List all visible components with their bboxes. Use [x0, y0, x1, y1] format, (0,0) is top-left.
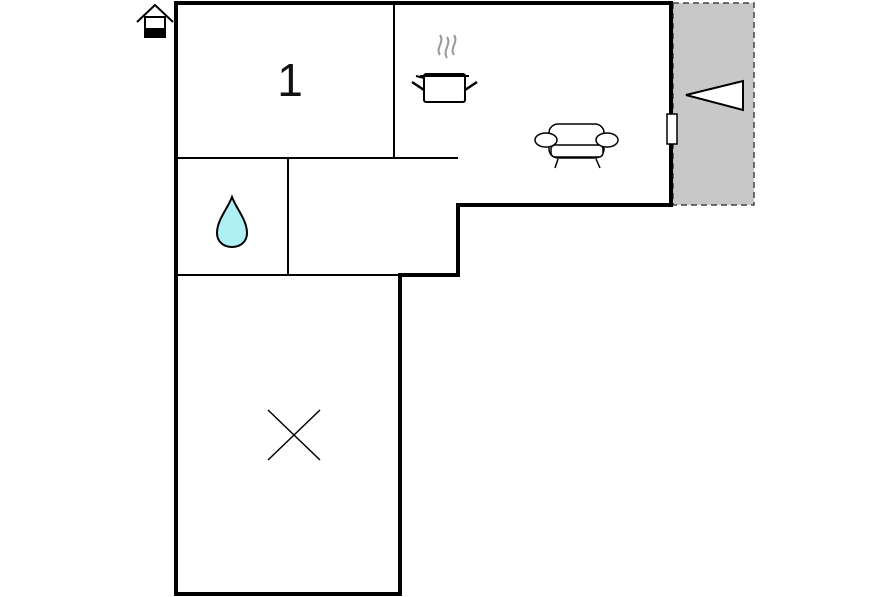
interior-walls [176, 3, 458, 276]
room-kitchen[interactable] [411, 34, 478, 103]
house-entrance-icon [136, 3, 174, 38]
terrace[interactable] [672, 2, 755, 206]
cooking-pot-icon [411, 34, 478, 103]
room-living[interactable] [534, 123, 619, 169]
sofa-icon [534, 123, 619, 169]
outer-walls [174, 1, 673, 596]
room-bathroom[interactable] [215, 194, 249, 249]
cross-mark-icon [267, 409, 321, 461]
bedroom-number: 1 [277, 54, 303, 106]
room-bedroom[interactable]: 1 [277, 54, 303, 106]
terrace-door[interactable] [666, 113, 678, 145]
water-drop-icon [215, 194, 249, 249]
triangle-marker-icon [685, 79, 744, 112]
room-storage[interactable] [267, 409, 321, 461]
